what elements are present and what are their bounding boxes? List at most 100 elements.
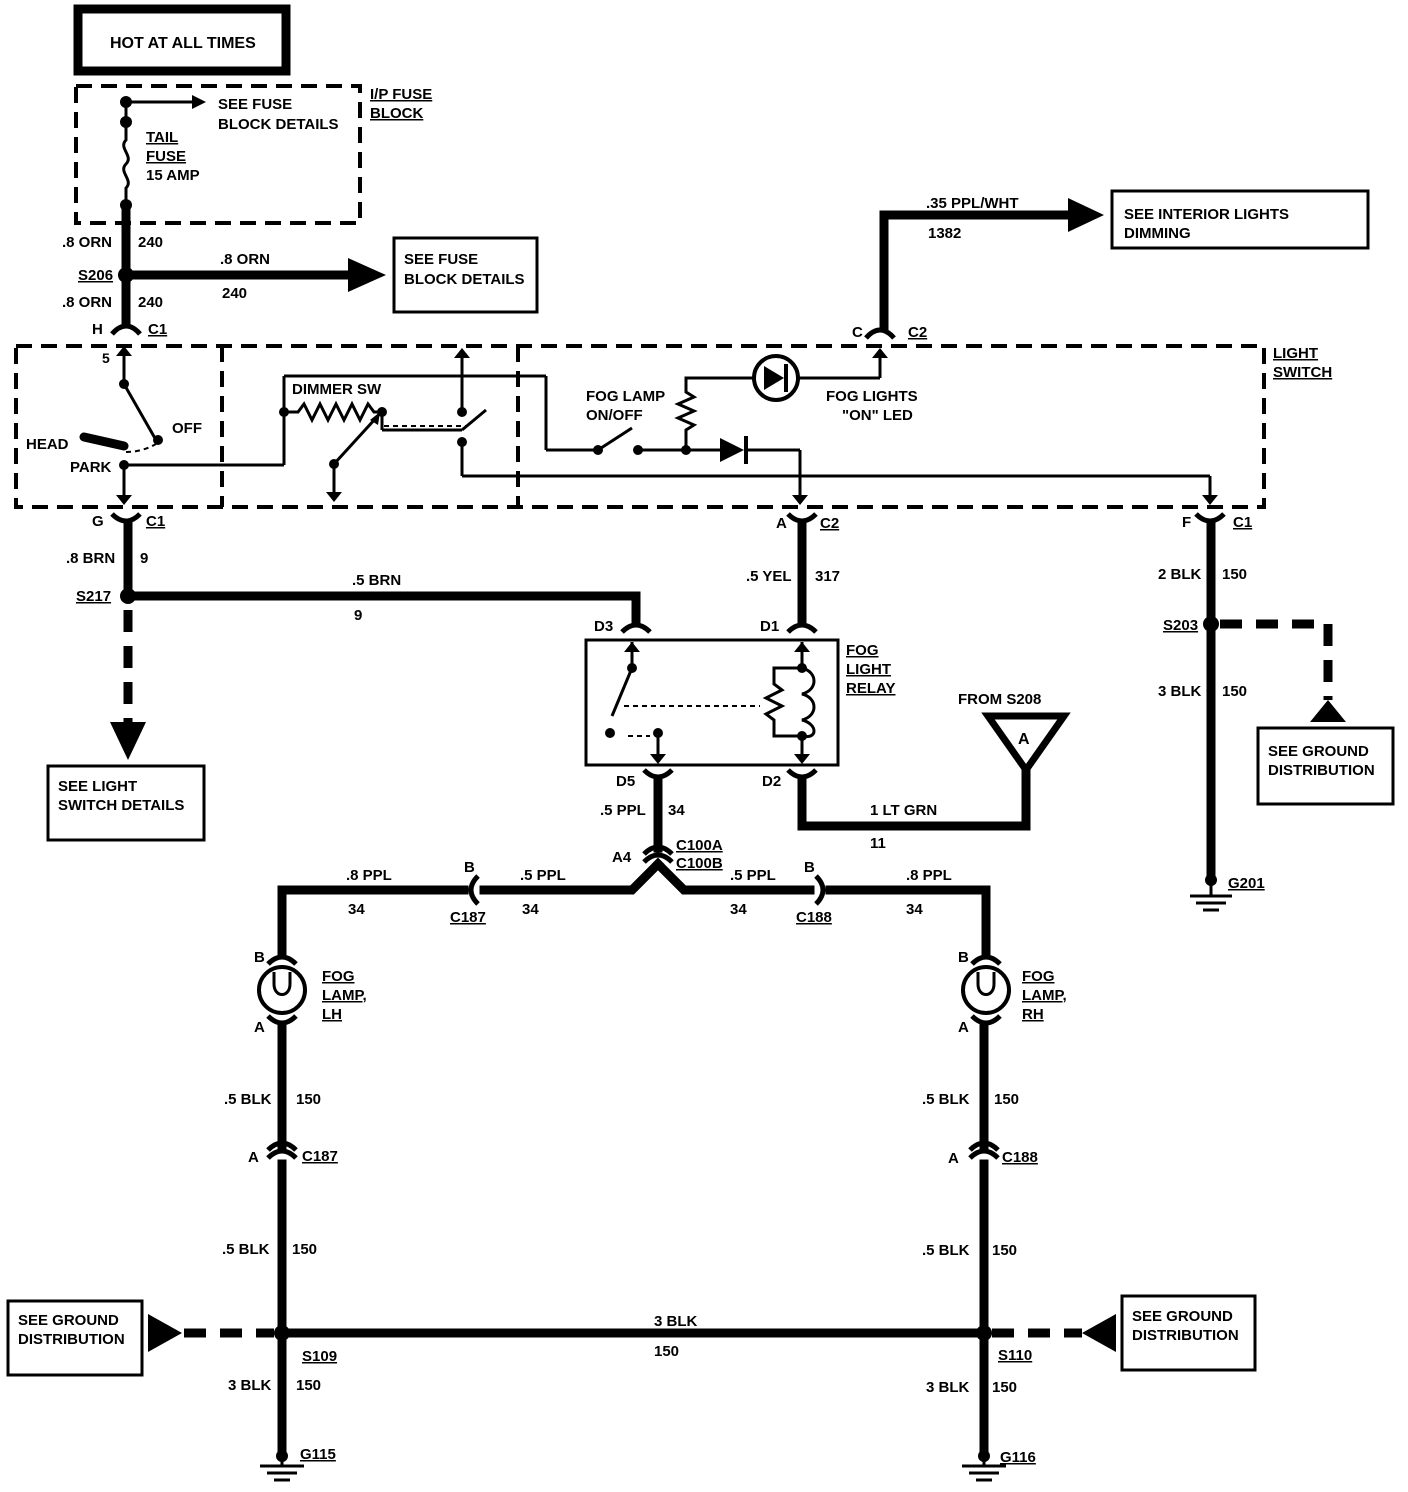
circuit-label: 34 [668,802,685,819]
pin-label: A [948,1150,959,1167]
circuit-label: 150 [292,1241,317,1258]
ip-fuse-block-label: I/P FUSE [370,86,432,103]
see-interior-label: SEE INTERIOR LIGHTS [1124,206,1289,223]
see-fuse-block-label: SEE FUSE [218,96,292,113]
pin-label: F [1182,514,1191,531]
fuse-icon [122,122,130,205]
circuit-label: 317 [815,568,840,585]
tail-fuse-label: TAIL [146,129,178,146]
connector-c187-a [266,1140,298,1152]
connector-c100a [642,844,674,856]
light-switch-outline [14,344,1266,509]
wire-label: .5 BLK [922,1242,970,1259]
connector-c1-h [110,323,142,336]
fog-lamp-rh-label-2: LAMP, [1022,987,1067,1004]
wire-label: .35 PPL/WHT [926,195,1019,212]
pin-label: D5 [616,773,635,790]
splice-label-s206: S206 [78,267,113,284]
connector-c187-b [468,874,480,906]
pin-label: H [92,321,103,338]
circuit-label: 34 [730,901,747,918]
see-fuse-block-label-2: BLOCK DETAILS [404,271,525,288]
pin-label: A [776,515,787,532]
triangle-a-label: A [1018,731,1030,748]
pin-label: 5 [102,350,110,366]
fog-led-label-2: "ON" LED [842,407,913,424]
fog-led-label: FOG LIGHTS [826,388,918,405]
wire-label: .8 ORN [220,251,270,268]
wire-label: .8 PPL [346,867,392,884]
connector-label: C100A [676,837,723,854]
light-switch-label: LIGHT [1273,345,1318,362]
wire-label: .8 ORN [62,294,112,311]
circuit-label: 150 [1222,566,1247,583]
connector-label: C187 [450,909,486,926]
circuit-label: 1382 [928,225,961,242]
fog-light-relay-box [584,638,840,767]
fog-lamp-rh-label: FOG [1022,968,1055,985]
resistor-icon [674,376,756,450]
connector-c1-g [110,512,142,524]
wire-label: .8 PPL [906,867,952,884]
pin-label: B [804,859,815,876]
splice-label-s217: S217 [76,588,111,605]
head-label: HEAD [26,436,69,453]
wire-label: .5 PPL [730,867,776,884]
arrow-icon [116,346,132,356]
connector-label: C1 [1233,514,1252,531]
arrow-icon [116,495,132,505]
connector-c1-f [1194,512,1226,524]
see-light-switch-label: SEE LIGHT [58,778,137,795]
pin-label: B [254,949,265,966]
arrow-icon [792,495,808,505]
arrow-icon [1202,495,1218,505]
ip-fuse-block-outline [74,84,362,225]
off-label: OFF [172,420,202,437]
circuit-label: 150 [994,1091,1019,1108]
pin-label: A [254,1019,265,1036]
see-interior-label-2: DIMMING [1124,225,1191,242]
pin-label: D3 [594,618,613,635]
arrow-icon [1068,198,1104,232]
see-interior-lights-box [1110,189,1370,250]
pin-label: A [248,1149,259,1166]
pin-label: G [92,513,104,530]
fog-lamp-switch-label-2: ON/OFF [586,407,643,424]
pin-label: D2 [762,773,781,790]
fog-lamp-lh-label-2: LAMP, [322,987,367,1004]
circuit-label: 150 [992,1242,1017,1259]
see-ground-label: SEE GROUND [1132,1308,1233,1325]
see-light-switch-label-2: SWITCH DETAILS [58,797,184,814]
diode-icon [720,438,744,462]
wire-label: .5 BRN [352,572,401,589]
circuit-label: 9 [354,607,362,624]
circuit-label: 9 [140,550,148,567]
splice-label-s110: S110 [998,1347,1032,1364]
arrow-icon [110,722,146,760]
circuit-label: 150 [1222,683,1247,700]
light-switch-label-2: SWITCH [1273,364,1332,381]
head-contact [79,432,129,451]
connector-label: C1 [146,513,165,530]
splice-s203 [1203,616,1219,632]
connector-d1 [786,622,818,634]
circuit-label: 34 [906,901,923,918]
see-fuse-block-label: SEE FUSE [404,251,478,268]
pin-label: D1 [760,618,779,635]
ground-label-g115: G115 [300,1446,336,1463]
tail-fuse-label-3: 15 AMP [146,167,200,184]
connector-label: C1 [148,321,167,338]
connector-c100b [642,852,674,864]
from-s208-label: FROM S208 [958,691,1041,708]
connector-c188-a [968,1140,1000,1152]
connector-rh-b [970,954,1002,966]
circuit-label: 150 [296,1377,321,1394]
see-ground-distribution-box-right [1256,726,1395,806]
wire-label: .5 YEL [746,568,792,585]
connector-lh-b [266,954,298,966]
pin-label: A4 [612,849,632,866]
see-ground-label-2: DISTRIBUTION [18,1331,125,1348]
wire-label: 2 BLK [1158,566,1202,583]
connector-label: C2 [908,324,927,341]
connector-label: C187 [302,1148,338,1165]
